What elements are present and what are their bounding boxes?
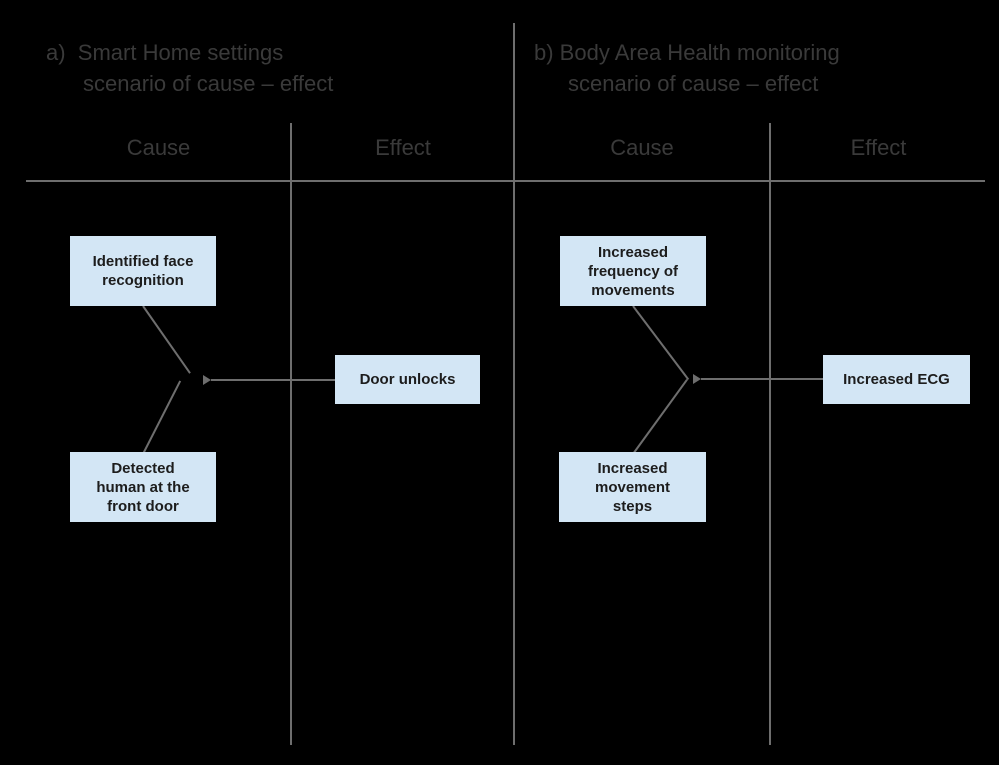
panel-a-cause-header: Cause	[126, 135, 191, 160]
panel-b-cause-node-2-label: Increased movement steps	[594, 459, 671, 515]
panel-a-effect-node-1[interactable]: Door unlocks	[335, 355, 480, 404]
panel-b-title-line1: b) Body Area Health monitoring	[534, 40, 840, 65]
panel-b-connector-cause1	[632, 305, 690, 381]
panel-separator	[513, 23, 515, 745]
panel-b-cause-header: Cause	[610, 135, 674, 160]
panel-a-cause-node-2[interactable]: Detected human at the front door	[70, 452, 216, 522]
panel-a-connector-effect	[211, 379, 336, 381]
panel-b-cause-node-1[interactable]: Increased frequency of movements	[560, 236, 706, 306]
panel-b-effect-node-1[interactable]: Increased ECG	[823, 355, 970, 404]
panel-b-title-line2: scenario of cause – effect	[568, 71, 819, 96]
panel-a-cause-node-1-label: Identified face recognition	[92, 253, 194, 289]
panel-b-effect-header: Effect	[850, 135, 907, 160]
panel-a-title-line2: scenario of cause – effect	[83, 71, 334, 96]
panel-a-title-line1: a) Smart Home settings	[46, 40, 284, 65]
panel-a-junction-arrow	[203, 375, 211, 385]
panel-b-junction-arrow	[693, 374, 701, 384]
panel-b-column-divider	[769, 123, 771, 745]
panel-b-cause-node-1-label: Increased frequency of movements	[587, 243, 678, 299]
panel-a-connector-cause2	[142, 380, 182, 455]
panel-a-connector-cause1	[142, 305, 191, 374]
panel-a-column-divider	[290, 123, 292, 745]
panel-a-cause-node-2-label: Detected human at the front door	[96, 459, 190, 515]
panel-a-effect-header: Effect	[375, 135, 431, 160]
panel-b-cause-node-2[interactable]: Increased movement steps	[559, 452, 706, 522]
panel-a-cause-node-1[interactable]: Identified face recognition	[70, 236, 216, 306]
panel-b-connector-effect	[701, 378, 824, 380]
panel-b-connector-cause2	[632, 378, 688, 455]
header-underline	[26, 180, 985, 182]
panel-b-effect-node-1-label: Increased ECG	[843, 371, 950, 388]
panel-a-effect-node-1-label: Door unlocks	[359, 371, 456, 388]
